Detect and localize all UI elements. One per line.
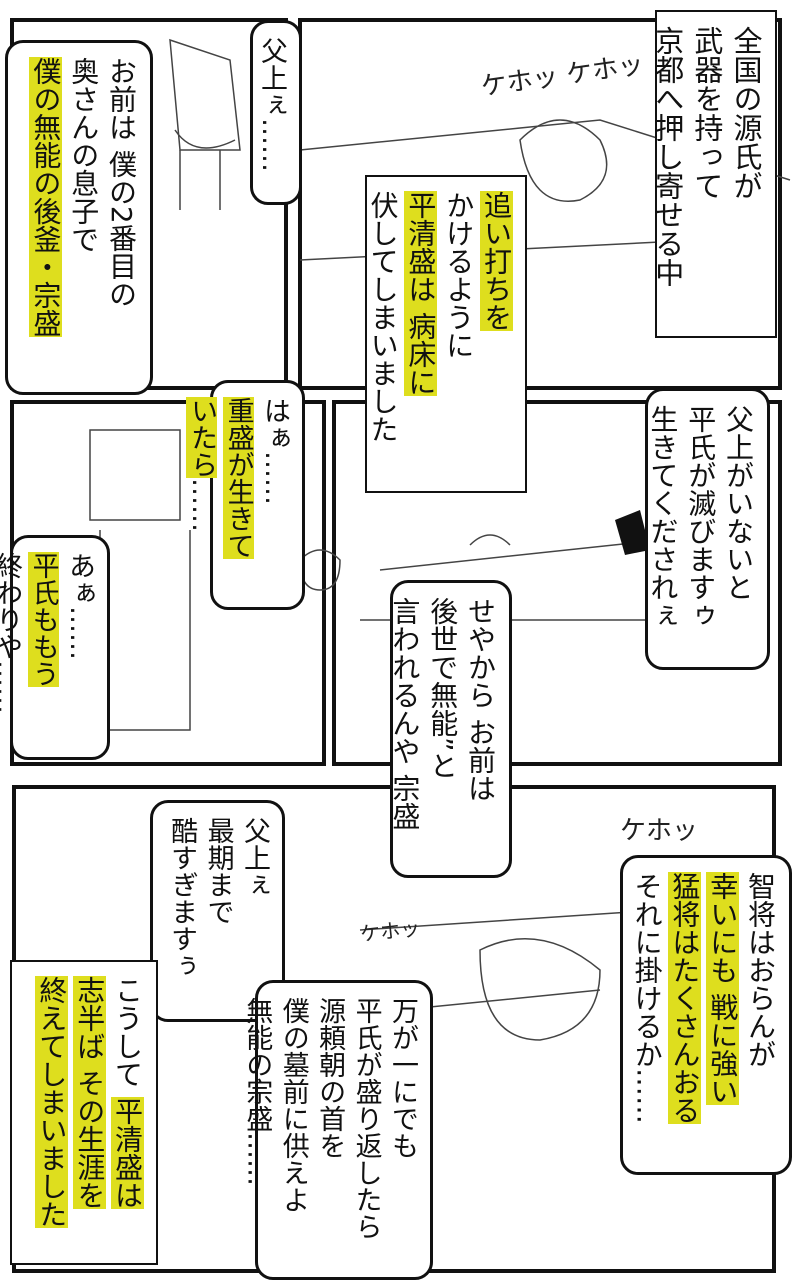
text-line: 平氏が盛り返したら [347,997,383,1263]
highlighted-text: 追い打ちを [480,191,513,331]
text-line: 僕の墓前に供えよ [274,997,310,1263]
text-line: はぁ…… [256,397,292,593]
highlighted-text: 重盛が生きて [222,397,254,559]
text-line: 言われるんや 宗盛 [386,597,424,861]
speech-seyakara-bubble: せやから お前は後世で無能”と言われるんや 宗盛 [388,580,512,878]
speech-shigemori-bubble: はぁ……重盛が生きていたら…… [186,380,305,610]
text-segment: 源頼朝の首を [314,997,346,1159]
text-segment: あぁ…… [64,552,95,660]
text-line: 幸いにも 戦に強い [703,872,741,1158]
text-line: 酷すぎますぅ [163,817,199,1005]
text-line: 無能の宗盛…… [238,997,274,1263]
text-segment: …… [186,478,218,532]
text-line: いたら…… [183,397,219,593]
text-segment: 無能の宗盛…… [241,997,273,1186]
text-line: 京都へ押し寄せる中 [648,26,687,322]
narration-2-box: 追い打ちをかけるように平清盛は 病床に伏してしまいました [365,175,527,493]
text-line: 源頼朝の首を [311,997,347,1263]
text-line: 平氏ももう [24,552,60,743]
text-segment: こうして [111,976,144,1097]
text-segment: 言われるんや 宗盛 [388,597,422,830]
text-segment: 全国の源氏が [729,26,763,200]
text-line: 重盛が生きて [219,397,255,593]
text-line: 智将はおらんが [741,872,779,1158]
text-segment: せやから お前は [464,597,497,802]
text-line: 終えてしまいました [33,976,71,1249]
text-line: 全国の源氏が [726,26,765,322]
highlighted-text: いたら [186,397,218,478]
text-segment: 平氏が滅びますゥ [684,405,718,629]
highlighted-text: 終えてしまいました [35,976,69,1228]
text-segment: はぁ…… [259,397,290,505]
text-segment: かけるように [442,191,476,359]
text-line: こうして 平清盛は [108,976,146,1249]
text-line: お前は 僕の2番目の [102,57,140,378]
text-segment: 奥さんの息子で [67,57,101,253]
text-line: かけるように [439,191,477,477]
text-segment: 生きてくだされぇ [646,405,680,629]
text-segment: お前は 僕の2番目の [105,57,138,308]
text-line: 最期まで [199,817,235,1005]
speech-owariya-bubble: あぁ……平氏ももう終わりや…… [0,535,110,760]
text-segment: 酷すぎますぅ [166,817,198,979]
text-line: 万が一にでも [384,997,420,1263]
text-line: 平清盛は 病床に [402,191,440,477]
speech-omaewa-bubble: お前は 僕の2番目の奥さんの息子で僕の無能の後釜・宗盛 [5,40,153,395]
text-line: 伏してしまいました [364,191,402,477]
text-line: 志半ば その生涯を [70,976,108,1249]
text-line: 追い打ちを [477,191,515,477]
text-line: 父上ぇ [236,817,272,1005]
text-line: 平氏が滅びますゥ [681,405,719,653]
narration-1-box: 全国の源氏が武器を持って京都へ押し寄せる中 [651,10,777,338]
text-line: 猛将はたくさんおる [666,872,704,1158]
text-line: 父上ぇ…… [253,37,289,188]
text-segment: 僕の墓前に供えよ [277,997,309,1213]
speech-chichiue-bubble: 父上ぇ…… [250,20,302,205]
highlighted-text: 猛将はたくさんおる [668,872,702,1124]
text-line: せやから お前は [461,597,499,861]
text-segment: 終わりや…… [0,552,23,714]
highlighted-text: 平清盛は 病床に [404,191,438,396]
speech-mangaichi-bubble: 万が一にでも平氏が盛り返したら源頼朝の首を僕の墓前に供えよ無能の宗盛…… [241,980,433,1280]
text-line: 生きてくだされぇ [644,405,682,653]
text-line: 奥さんの息子で [64,57,102,378]
highlighted-text: 幸いにも 戦に強い [706,872,740,1105]
text-segment: 平氏が盛り返したら [350,997,382,1240]
text-segment: 智将はおらんが [744,872,777,1068]
text-segment: 京都へ押し寄せる中 [650,26,685,287]
speech-chisho-bubble: 智将はおらんが幸いにも 戦に強い猛将はたくさんおるそれに掛けるか…… [620,855,792,1175]
text-line: 僕の無能の後釜・宗盛 [27,57,65,378]
highlighted-text: その生涯を [73,1060,107,1209]
sfx-cough-bottom-right: ケホッ [620,816,699,846]
text-segment: 武器を持って [689,26,724,200]
highlighted-text: 僕の無能の後釜・宗盛 [29,57,63,337]
text-segment: 万が一にでも [387,997,418,1159]
narration-3-box: こうして 平清盛は志半ば その生涯を終えてしまいました [10,960,158,1265]
highlighted-text: 平清盛は [111,1096,144,1209]
text-segment: それに掛けるか…… [630,872,664,1124]
text-line: 武器を持って [687,26,726,322]
text-segment: 伏してしまいました [366,191,400,443]
speech-ikite-bubble: 父上がいないと平氏が滅びますゥ生きてくだされぇ [645,388,770,670]
text-line: 終わりや…… [0,552,24,743]
text-segment: 父上ぇ [239,817,270,898]
text-segment: 後世で無能”と [426,597,460,780]
text-segment: 父上ぇ…… [256,37,287,172]
text-line: それに掛けるか…… [628,872,666,1158]
highlighted-text: 平氏ももう [27,552,59,687]
text-line: あぁ…… [61,552,97,743]
text-segment: 父上がいないと [722,405,755,601]
text-line: 父上がいないと [719,405,757,653]
highlighted-text: 志半ば [73,976,107,1060]
text-segment: 最期まで [202,817,234,925]
text-line: 後世で無能”と [423,597,461,861]
